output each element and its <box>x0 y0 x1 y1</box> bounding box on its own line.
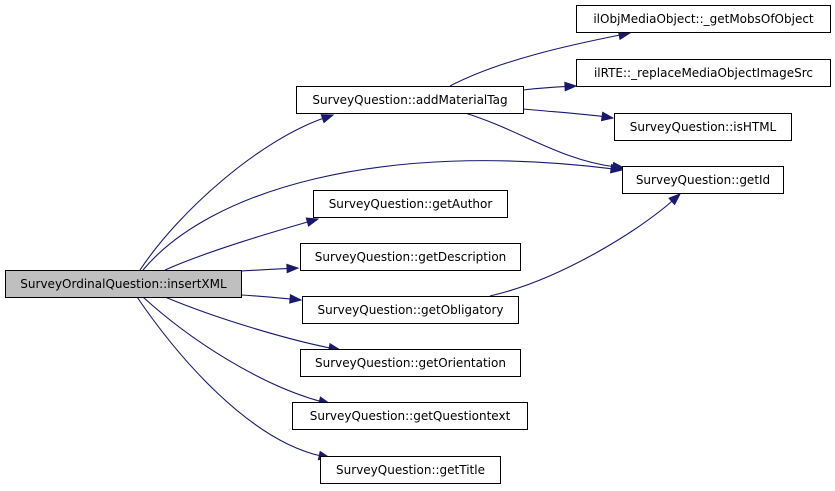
node-box[interactable] <box>300 349 521 377</box>
arrowhead-icon <box>611 161 626 172</box>
edge-getObligatory-to-getId <box>489 193 682 297</box>
node-getDescription[interactable]: SurveyQuestion::getDescription <box>300 243 521 271</box>
edge-root-to-getAuthor <box>164 217 320 271</box>
node-label: SurveyQuestion::getDescription <box>315 250 507 264</box>
node-label: ilObjMediaObject::_getMobsOfObject <box>593 12 814 26</box>
arrowhead-icon <box>564 81 578 92</box>
node-replaceMediaObjectImageSrc[interactable]: ilRTE::_replaceMediaObjectImageSrc <box>576 59 831 87</box>
arrowhead-icon <box>600 111 615 122</box>
node-getTitle[interactable]: SurveyQuestion::getTitle <box>320 456 501 484</box>
node-box[interactable] <box>614 113 792 141</box>
node-box[interactable] <box>576 5 831 33</box>
node-label: SurveyQuestion::getAuthor <box>329 197 493 211</box>
edge-addMaterialTag-to-isHTML <box>522 108 615 122</box>
node-label: SurveyOrdinalQuestion::insertXML <box>20 277 227 291</box>
arrowhead-icon <box>668 193 682 206</box>
node-label: SurveyQuestion::getOrientation <box>315 356 506 370</box>
node-getMobsOfObject[interactable]: ilObjMediaObject::_getMobsOfObject <box>576 5 831 33</box>
node-getQuestiontext[interactable]: SurveyQuestion::getQuestiontext <box>292 402 528 430</box>
node-getId[interactable]: SurveyQuestion::getId <box>622 166 784 194</box>
node-label: ilRTE::_replaceMediaObjectImageSrc <box>594 66 813 80</box>
edge-line <box>240 267 290 272</box>
edge-root-to-getObligatory <box>240 294 303 304</box>
arrowhead-icon <box>289 294 303 304</box>
edge-root-to-addMaterialTag <box>139 114 335 271</box>
edge-line <box>164 296 332 349</box>
node-box[interactable] <box>320 456 501 484</box>
node-label: SurveyQuestion::getTitle <box>336 463 485 477</box>
edges-layer <box>136 30 682 461</box>
edge-root-to-getTitle <box>136 296 332 461</box>
node-box[interactable] <box>292 402 528 430</box>
node-label: SurveyQuestion::getId <box>636 173 770 187</box>
edge-line <box>164 220 310 271</box>
node-isHTML[interactable]: SurveyQuestion::isHTML <box>614 113 792 141</box>
edge-line <box>449 34 622 87</box>
node-root[interactable]: SurveyOrdinalQuestion::insertXML <box>5 270 242 298</box>
node-box[interactable] <box>296 86 524 114</box>
node-getObligatory[interactable]: SurveyQuestion::getObligatory <box>302 296 519 324</box>
node-box[interactable] <box>300 243 521 271</box>
edge-line <box>522 85 568 91</box>
edge-line <box>142 296 322 403</box>
edge-line <box>139 117 325 271</box>
nodes-layer: SurveyOrdinalQuestion::insertXMLSurveyQu… <box>5 5 831 484</box>
node-getAuthor[interactable]: SurveyQuestion::getAuthor <box>313 190 508 218</box>
node-box[interactable] <box>622 166 784 194</box>
root-node-box[interactable] <box>5 270 242 298</box>
node-addMaterialTag[interactable]: SurveyQuestion::addMaterialTag <box>296 86 524 114</box>
node-label: SurveyQuestion::getQuestiontext <box>310 409 511 423</box>
node-label: SurveyQuestion::addMaterialTag <box>312 93 507 107</box>
edge-line <box>136 296 322 457</box>
edge-root-to-getDescription <box>240 263 300 274</box>
node-label: SurveyQuestion::getObligatory <box>318 303 504 317</box>
edge-addMaterialTag-to-replaceMediaObjectImageSrc <box>522 81 578 92</box>
node-box[interactable] <box>313 190 508 218</box>
node-label: SurveyQuestion::isHTML <box>630 120 777 134</box>
arrowhead-icon <box>286 263 300 274</box>
node-box[interactable] <box>302 296 519 324</box>
edge-line <box>522 108 605 118</box>
arrowhead-icon <box>305 217 320 227</box>
edge-line <box>489 199 674 297</box>
edge-line <box>240 294 293 300</box>
arrowhead-icon <box>320 114 335 124</box>
edge-line <box>142 160 614 271</box>
node-getOrientation[interactable]: SurveyQuestion::getOrientation <box>300 349 521 377</box>
node-box[interactable] <box>576 59 831 87</box>
edge-addMaterialTag-to-getId <box>464 112 626 172</box>
edge-line <box>464 112 616 168</box>
